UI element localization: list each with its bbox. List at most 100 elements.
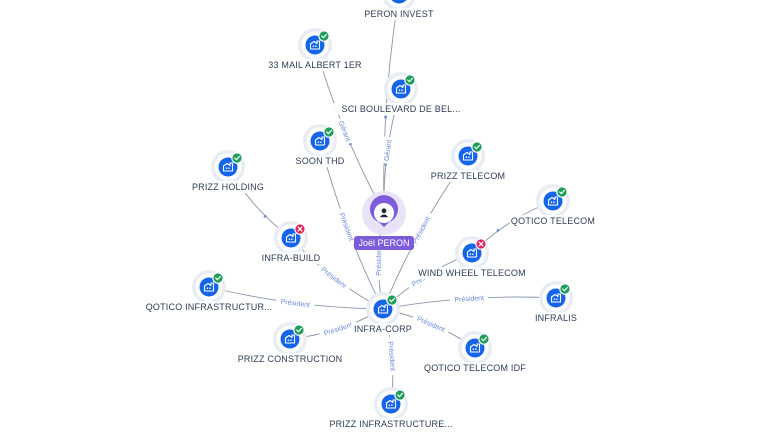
building-icon — [309, 40, 321, 50]
node-label-bg — [256, 252, 326, 264]
node-disc — [543, 191, 563, 211]
company-node-qotico-infra[interactable]: QOTICO INFRASTRUCTUR... — [140, 270, 278, 313]
edge-label-bg — [373, 241, 383, 281]
node-label-bg — [420, 362, 530, 374]
node-disc — [281, 228, 301, 248]
node-disc — [218, 157, 238, 177]
node-disc — [280, 329, 300, 349]
node-disc — [391, 0, 407, 4]
node-label-bg — [427, 170, 509, 182]
company-name: SOON THD — [296, 156, 345, 166]
person-name: Joël PERON — [358, 238, 409, 248]
edge-arrow-qotico-telecom-wind-wheel — [496, 228, 500, 232]
building-icon — [550, 293, 562, 303]
edge-label-person-infra-corp: Président — [373, 241, 383, 281]
status-active-icon — [471, 141, 483, 153]
company-node-prizz-holding[interactable]: PRIZZ HOLDING — [187, 150, 269, 193]
node-disc — [305, 35, 325, 55]
building-icon — [385, 399, 397, 409]
node-disc — [381, 394, 401, 414]
building-icon — [395, 84, 407, 94]
company-name: 33 MAIL ALBERT 1ER — [268, 60, 362, 70]
person-node[interactable]: Joël PERON — [354, 191, 414, 250]
company-node-qotico-telecom-idf[interactable]: QOTICO TELECOM IDF — [420, 331, 530, 374]
company-name: PRIZZ TELECOM — [431, 171, 505, 181]
status-active-icon — [394, 389, 406, 401]
edge-label-text: Président — [454, 295, 484, 304]
edge-label-bg — [318, 318, 358, 339]
building-icon — [285, 233, 297, 243]
node-disc — [546, 288, 566, 308]
company-node-prizz-telecom[interactable]: PRIZZ TELECOM — [427, 139, 509, 182]
company-node-prizz-infrastructure[interactable]: PRIZZ INFRASTRUCTURE... — [322, 387, 460, 430]
building-icon — [462, 151, 474, 161]
status-active-icon — [478, 333, 490, 345]
edge-label-text: Président — [280, 299, 310, 310]
status-active-icon — [404, 74, 416, 86]
company-name: PRIZZ INFRASTRUCTURE... — [329, 419, 452, 429]
company-node-infralis[interactable]: INFRALIS — [529, 281, 583, 324]
edge-label-33-mail-albert-person: Gérant — [336, 116, 355, 145]
building-icon — [466, 248, 478, 258]
status-active-icon — [559, 283, 571, 295]
node-disc — [462, 243, 482, 263]
node-disc — [373, 299, 393, 319]
node-disc — [310, 131, 330, 151]
node-label-bg — [322, 418, 460, 430]
company-name: PRIZZ CONSTRUCTION — [238, 354, 343, 364]
edge-label-bg — [316, 261, 353, 293]
edge-label-bg — [336, 207, 359, 247]
status-active-icon — [318, 30, 330, 42]
edge-label-bg — [380, 136, 394, 165]
status-active-icon — [212, 272, 224, 284]
node-label-bg — [293, 155, 347, 167]
company-name: INFRALIS — [535, 313, 577, 323]
node-ring — [386, 0, 412, 8]
node-label-bg — [235, 353, 345, 365]
person-icon — [379, 208, 389, 218]
company-name: INFRA-CORP — [354, 324, 412, 334]
edge-label-text: Gérant — [384, 139, 394, 161]
status-closed-icon — [475, 238, 487, 250]
company-node-33-mail-albert[interactable]: 33 MAIL ALBERT 1ER — [260, 28, 370, 71]
company-node-peron-invest[interactable]: PERON INVEST — [361, 0, 437, 20]
building-icon — [203, 282, 215, 292]
status-active-icon — [386, 294, 398, 306]
company-name: QOTICO INFRASTRUCTUR... — [146, 302, 273, 312]
company-node-infra-corp[interactable]: INFRA-CORP — [351, 292, 415, 335]
building-icon — [469, 343, 481, 353]
node-label-bg — [187, 181, 269, 193]
building-icon — [314, 136, 326, 146]
node-disc — [465, 338, 485, 358]
node-label-bg — [529, 312, 583, 324]
edge-label-infra-build-infra-corp: Président — [316, 261, 353, 293]
company-node-prizz-construction[interactable]: PRIZZ CONSTRUCTION — [235, 322, 345, 365]
node-label-bg — [417, 267, 527, 279]
edge-label-bg — [407, 210, 434, 249]
edge-label-text: Président — [386, 341, 395, 371]
company-node-infra-build[interactable]: INFRA-BUILD — [256, 221, 326, 264]
edge-label-qotico-telecom-idf-infra-corp: Président — [411, 311, 451, 336]
company-node-sci-boulevard[interactable]: SCI BOULEVARD DE BEL... — [332, 72, 470, 115]
company-node-soon-thd[interactable]: SOON THD — [293, 124, 347, 167]
edge-label-infralis-infra-corp: Président — [449, 292, 489, 304]
nodes-layer: PERON INVEST 33 MAIL ALBERT 1ER SCI BOULEV… — [140, 0, 597, 430]
company-node-qotico-telecom[interactable]: QOTICO TELECOM — [509, 184, 597, 227]
company-name: INFRA-BUILD — [262, 253, 321, 263]
company-node-wind-wheel[interactable]: WIND WHEEL TELECOM — [417, 236, 527, 279]
person-label-bg — [354, 236, 414, 250]
edge-label-bg — [386, 336, 399, 376]
company-name: PERON INVEST — [364, 9, 434, 19]
node-label-bg — [351, 323, 415, 335]
node-label-bg — [509, 215, 597, 227]
node-label-bg — [361, 8, 437, 20]
edge-label-sci-boulevard-person: Gérant — [380, 136, 394, 165]
edge-label-qotico-infra-infra-corp: Président — [275, 295, 315, 310]
edge-label-bg — [336, 116, 355, 145]
status-active-icon — [556, 186, 568, 198]
person-node-group[interactable]: Joël PERON — [354, 191, 414, 250]
node-disc — [458, 146, 478, 166]
building-icon — [222, 162, 234, 172]
edge-label-bg — [275, 295, 315, 310]
